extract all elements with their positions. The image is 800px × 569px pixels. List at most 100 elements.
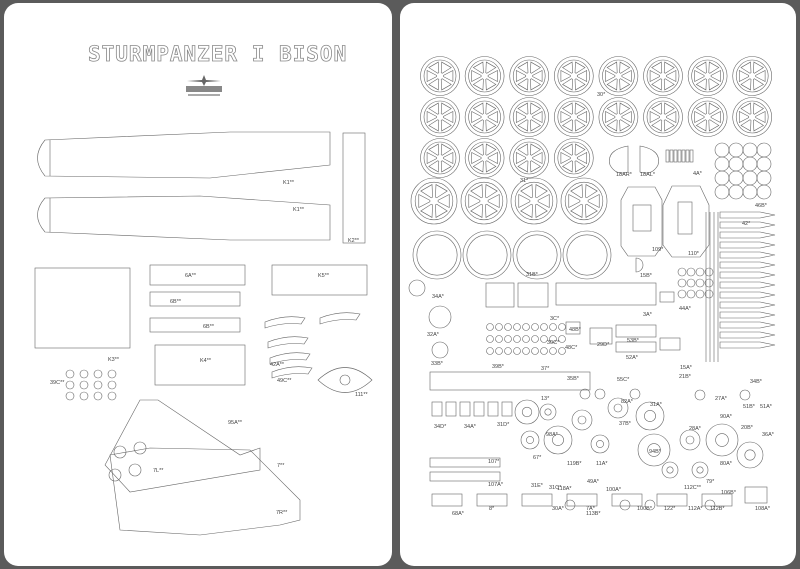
part-number-label: 34B* (750, 379, 762, 385)
wheel-spoke-cutout (649, 110, 660, 124)
part-111 (317, 367, 373, 393)
small-disc-part (513, 323, 521, 331)
round-part-hole (613, 403, 623, 413)
part-46b-disc (728, 142, 744, 158)
bracket-part (319, 312, 361, 325)
wheel-spoke-cutout (517, 61, 529, 74)
wheel-spoke-cutout (755, 69, 766, 83)
small-disc-part (558, 335, 566, 343)
part-number-label: 8* (489, 506, 495, 512)
part-number-label: 55C* (617, 377, 630, 383)
part-number-label: 31B* (526, 272, 538, 278)
wheel-spoke-cutout (621, 110, 632, 124)
part-number-label: 109* (652, 247, 664, 253)
road-wheel-part (735, 59, 769, 93)
hull-side-k1 (37, 195, 331, 241)
wheel-spoke-cutout (651, 119, 663, 132)
round-part-hole (647, 443, 661, 457)
part-number-label: 15B* (640, 273, 652, 279)
wheel-spoke-cutout (532, 110, 543, 124)
road-wheel-part (509, 56, 550, 96)
road-wheel-part (732, 56, 773, 96)
wheel-spoke-cutout (606, 78, 618, 91)
barrel-part (719, 291, 776, 299)
wheel-spoke-cutout (738, 110, 750, 124)
wheel-spoke-cutout (517, 102, 529, 115)
part-number-label: 7L** (153, 468, 164, 474)
wheel-spoke-cutout (530, 78, 542, 91)
part-4a-strip (677, 149, 682, 163)
strip-part (429, 471, 501, 482)
wheel-spoke-cutout (606, 119, 618, 132)
part-number-label: 34D* (434, 424, 447, 430)
wheel-spoke-cutout (576, 69, 588, 83)
round-part-hole (744, 449, 756, 461)
round-part (520, 430, 540, 450)
panel-part (485, 282, 515, 308)
part-number-label: 31C* (549, 485, 562, 491)
wheel-spoke-cutout (753, 119, 765, 132)
small-disc-part (107, 369, 117, 379)
wheel-spoke-cutout (426, 151, 437, 165)
wheel-spoke-cutout (440, 143, 452, 156)
part-number-label: 113B* (586, 511, 601, 517)
small-rect-part (521, 493, 553, 507)
road-wheel-part (602, 59, 635, 93)
wheel-spoke-cutout (517, 143, 529, 156)
part-15b (635, 257, 644, 273)
small-disc-part (695, 267, 705, 277)
part-number-label: 33B* (431, 361, 443, 367)
wheel-spoke-cutout (517, 160, 529, 173)
part-46b-disc (742, 170, 758, 186)
wheel-spoke-cutout (443, 151, 454, 165)
part-k3 (34, 267, 131, 349)
wheel-spoke-cutout (606, 61, 618, 74)
bracket-part (264, 316, 306, 329)
wheel-spoke-cutout (619, 119, 631, 132)
round-part (691, 461, 709, 479)
panel-part (517, 282, 549, 308)
wheel-spoke-cutout (663, 119, 675, 132)
small-disc-part (486, 347, 494, 355)
part-number-label: K4** (200, 358, 212, 364)
bracket-part (269, 352, 311, 365)
small-disc-part (695, 289, 705, 299)
wheel-spoke-cutout (694, 69, 705, 83)
road-wheel-part (687, 56, 728, 96)
part-6a (149, 264, 246, 286)
small-disc-part (694, 389, 706, 401)
barrel-part (719, 251, 776, 259)
road-wheel-part (564, 181, 604, 221)
barrel-part (719, 341, 776, 349)
part-number-label: 82A* (621, 399, 633, 405)
part-number-label: 94B* (649, 449, 661, 455)
wheel-spoke-cutout (560, 69, 571, 83)
road-wheel-part (557, 59, 591, 93)
part-number-label: 30* (597, 92, 606, 98)
small-disc-part (540, 335, 548, 343)
road-wheel-part (514, 181, 554, 221)
round-part-hole (577, 415, 587, 425)
wheel-spoke-cutout (663, 78, 675, 91)
part-number-label: 37B* (619, 421, 631, 427)
part-number-label: 35B* (567, 376, 579, 382)
publisher-logo (186, 75, 222, 96)
part-number-label: 27A* (715, 396, 727, 402)
road-wheel-part (557, 141, 591, 175)
tyre-ring-part (466, 234, 508, 276)
small-disc-part (513, 335, 521, 343)
barrel-part (719, 301, 776, 309)
round-part-hole (715, 433, 729, 447)
wheel-spoke-cutout (485, 160, 497, 173)
wheel-spoke-cutout (428, 119, 440, 132)
wheel-spoke-cutout (520, 203, 533, 218)
part-number-label: 80A* (720, 461, 732, 467)
wheel-spoke-cutout (485, 203, 498, 218)
road-wheel-part (553, 97, 594, 137)
part-number-label: 49A* (587, 479, 599, 485)
wheel-spoke-cutout (471, 110, 482, 124)
wheel-spoke-cutout (428, 143, 440, 156)
round-part (571, 409, 593, 431)
part-number-label: 34A* (464, 424, 476, 430)
